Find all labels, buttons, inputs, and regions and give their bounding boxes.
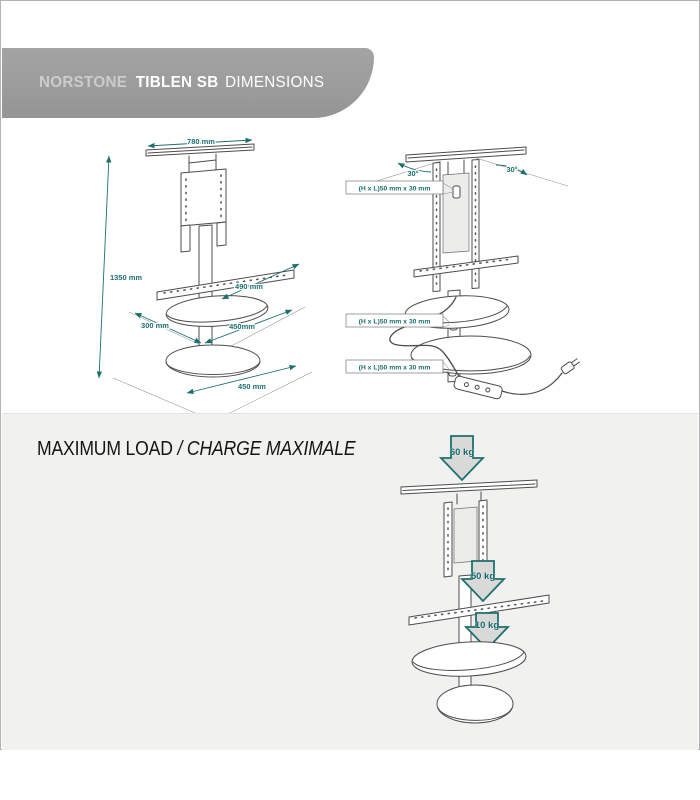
- vesa-plate: [180, 168, 227, 227]
- vesa-flange-right: [216, 221, 227, 247]
- glass-shelf-edge: [412, 651, 525, 671]
- soundbar-bracket-holes: [414, 600, 544, 619]
- dim-shelf-depth-label: 300 mm: [141, 321, 169, 330]
- dim-line-shelf-width: [204, 309, 293, 344]
- cable-slot-1: [452, 185, 461, 199]
- dim-shelf-width-label: 450mm: [229, 322, 255, 331]
- front-view-diagram: 780 mm 1350 mm 490 mm 300 mm 450mm 450 m…: [96, 136, 313, 422]
- max-load-diagram: 60 kg 50 kg 10 kg: [400, 435, 550, 724]
- power-cord: [501, 372, 563, 395]
- cable-slot-label-2: (H x L)50 mm x 30 mm: [345, 313, 451, 328]
- cable-slot-label-2-text: (H x L)50 mm x 30 mm: [359, 319, 431, 326]
- tv-plate-edge: [402, 483, 536, 491]
- max-load-title-fr: CHARGE MAXIMALE: [186, 438, 356, 460]
- header-title: NORSTONE TIBLEN SB DIMENSIONS: [39, 74, 324, 92]
- tilt-arc-left: [397, 162, 432, 173]
- cable-slot-label-1-text: (H x L)50 mm x 30 mm: [359, 186, 431, 193]
- soundbar-bracket-holes: [419, 258, 513, 272]
- section-label: DIMENSIONS: [225, 74, 325, 91]
- tilt-right-label: 30°: [506, 165, 517, 174]
- max-load-section: MAXIMUM LOAD / CHARGE MAXIMALE: [2, 413, 698, 750]
- cable-slot-label-3-text: (H x L)50 mm x 30 mm: [359, 365, 431, 372]
- soundbar-bracket: [408, 594, 550, 626]
- dim-line-base-diameter: [186, 364, 297, 395]
- plate-hanger: [447, 159, 465, 176]
- back-panel: [453, 506, 478, 564]
- rail-left: [443, 501, 453, 578]
- base-disc: [436, 684, 514, 724]
- header-banner: NORSTONE TIBLEN SB DIMENSIONS: [2, 48, 374, 118]
- brand-name: NORSTONE: [39, 74, 128, 91]
- soundbar-bracket: [413, 255, 519, 278]
- max-load-title-separator: /: [177, 438, 183, 460]
- load-shelf-label: 10 kg: [475, 620, 499, 631]
- vesa-flange-left: [180, 224, 191, 253]
- dim-top-width-label: 780 mm: [187, 137, 215, 146]
- rail-left: [432, 162, 441, 292]
- dim-soundbar-width-label: 490 mm: [235, 282, 263, 291]
- rear-view-diagram: 30° 30°: [345, 146, 580, 400]
- tv-plate-edge: [407, 149, 525, 159]
- load-arrow-tv-plate: [438, 435, 486, 482]
- load-tv-plate-label: 60 kg: [450, 447, 474, 458]
- dim-height-label: 1350 mm: [110, 273, 142, 282]
- load-arrow-shelf: [463, 612, 511, 651]
- spec-sheet: NORSTONE TIBLEN SB DIMENSIONS: [0, 0, 700, 750]
- glass-shelf: [411, 641, 527, 677]
- load-arrow-soundbar: [459, 560, 507, 603]
- plate-hanger: [456, 491, 482, 505]
- dim-line-height: [96, 155, 112, 379]
- rail-right: [471, 159, 480, 289]
- tilt-left-label: 30°: [407, 169, 418, 178]
- dim-base-diameter-label: 450 mm: [238, 382, 266, 391]
- back-panel: [442, 172, 470, 254]
- power-plug: [560, 358, 580, 375]
- max-load-title: MAXIMUM LOAD / CHARGE MAXIMALE: [37, 438, 356, 461]
- dim-line-top-width: [147, 137, 253, 149]
- plate-hanger: [188, 153, 217, 175]
- load-soundbar-label: 50 kg: [471, 571, 495, 582]
- dim-line-soundbar-width: [221, 263, 300, 300]
- cable-slot-label-1: (H x L)50 mm x 30 mm: [345, 180, 454, 195]
- base-disc-edge: [437, 707, 513, 721]
- cable-slot-label-3: (H x L)50 mm x 30 mm: [345, 359, 450, 374]
- power-strip: [453, 375, 503, 400]
- tilt-arc-right: [495, 164, 528, 176]
- max-load-title-en: MAXIMUM LOAD: [37, 438, 173, 460]
- model-name: TIBLEN SB: [135, 74, 219, 91]
- base-disc: [165, 344, 261, 378]
- dim-line-shelf-depth: [134, 312, 202, 344]
